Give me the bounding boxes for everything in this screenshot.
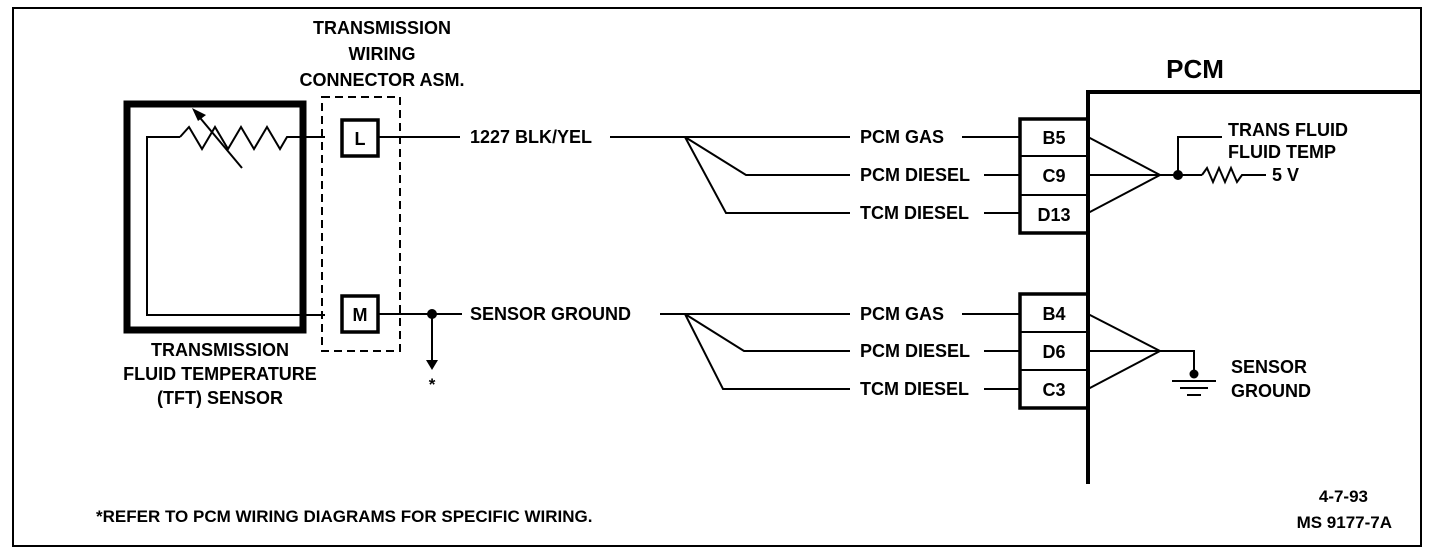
signal-branch-c9	[684, 136, 850, 176]
footnote: *REFER TO PCM WIRING DIAGRAMS FOR SPECIF…	[96, 507, 592, 526]
internal-signal-label-line2: FLUID TEMP	[1228, 142, 1336, 162]
pcm-terminal-b5: B5	[1042, 128, 1065, 148]
connector-title-line3: CONNECTOR ASM.	[299, 70, 464, 90]
pcm-terminal-d13: D13	[1037, 205, 1070, 225]
signal-branch-label-1: PCM GAS	[860, 127, 944, 147]
pcm-terminal-c9: C9	[1042, 166, 1065, 186]
signal-branch-d13	[684, 136, 850, 214]
connector-housing	[321, 96, 401, 352]
internal-ground-network	[1087, 313, 1195, 390]
internal-signal-label-line1: TRANS FLUID	[1228, 120, 1348, 140]
signal-branch-label-3: TCM DIESEL	[860, 203, 969, 223]
ground-symbol-icon	[1172, 369, 1216, 396]
sensor-label-line2: FLUID TEMPERATURE	[123, 364, 317, 384]
diagram-frame	[12, 7, 1422, 547]
connector-pin-l: L	[340, 118, 380, 158]
internal-ground-label-line2: GROUND	[1231, 381, 1311, 401]
pcm-title: PCM	[1166, 54, 1224, 84]
pcm-terminal-c3: C3	[1042, 380, 1065, 400]
internal-signal-label-5v: 5 V	[1272, 165, 1299, 185]
ground-branch-label-2: PCM DIESEL	[860, 341, 970, 361]
signal-branch-label-2: PCM DIESEL	[860, 165, 970, 185]
sensor-label-line3: (TFT) SENSOR	[157, 388, 283, 408]
sensor-label-line1: TRANSMISSION	[151, 340, 289, 360]
svg-text:L: L	[355, 129, 366, 149]
connector-pin-m: M	[340, 294, 380, 334]
ground-branch-d6	[684, 313, 850, 352]
pcm-terminal-b4: B4	[1042, 304, 1065, 324]
pcm-terminal-d6: D6	[1042, 342, 1065, 362]
document-id: MS 9177-7A	[1297, 513, 1392, 532]
variable-resistor-arrow	[195, 112, 243, 169]
signal-wire-label: 1227 BLK/YEL	[470, 127, 592, 147]
ground-branch-label-3: TCM DIESEL	[860, 379, 969, 399]
date-code: 4-7-93	[1319, 487, 1368, 506]
ground-branch-c3	[684, 313, 850, 390]
pullup-resistor	[1201, 165, 1266, 185]
tft-sensor	[123, 100, 325, 334]
internal-ground-label-line1: SENSOR	[1231, 357, 1307, 377]
ground-branch-label-1: PCM GAS	[860, 304, 944, 324]
internal-signal-network	[1087, 136, 1266, 214]
svg-text:M: M	[353, 305, 368, 325]
asterisk-mark: *	[429, 375, 436, 394]
ground-wire-label: SENSOR GROUND	[470, 304, 631, 324]
ground-down-arrow	[426, 360, 438, 370]
connector-title-line2: WIRING	[349, 44, 416, 64]
connector-title-line1: TRANSMISSION	[313, 18, 451, 38]
